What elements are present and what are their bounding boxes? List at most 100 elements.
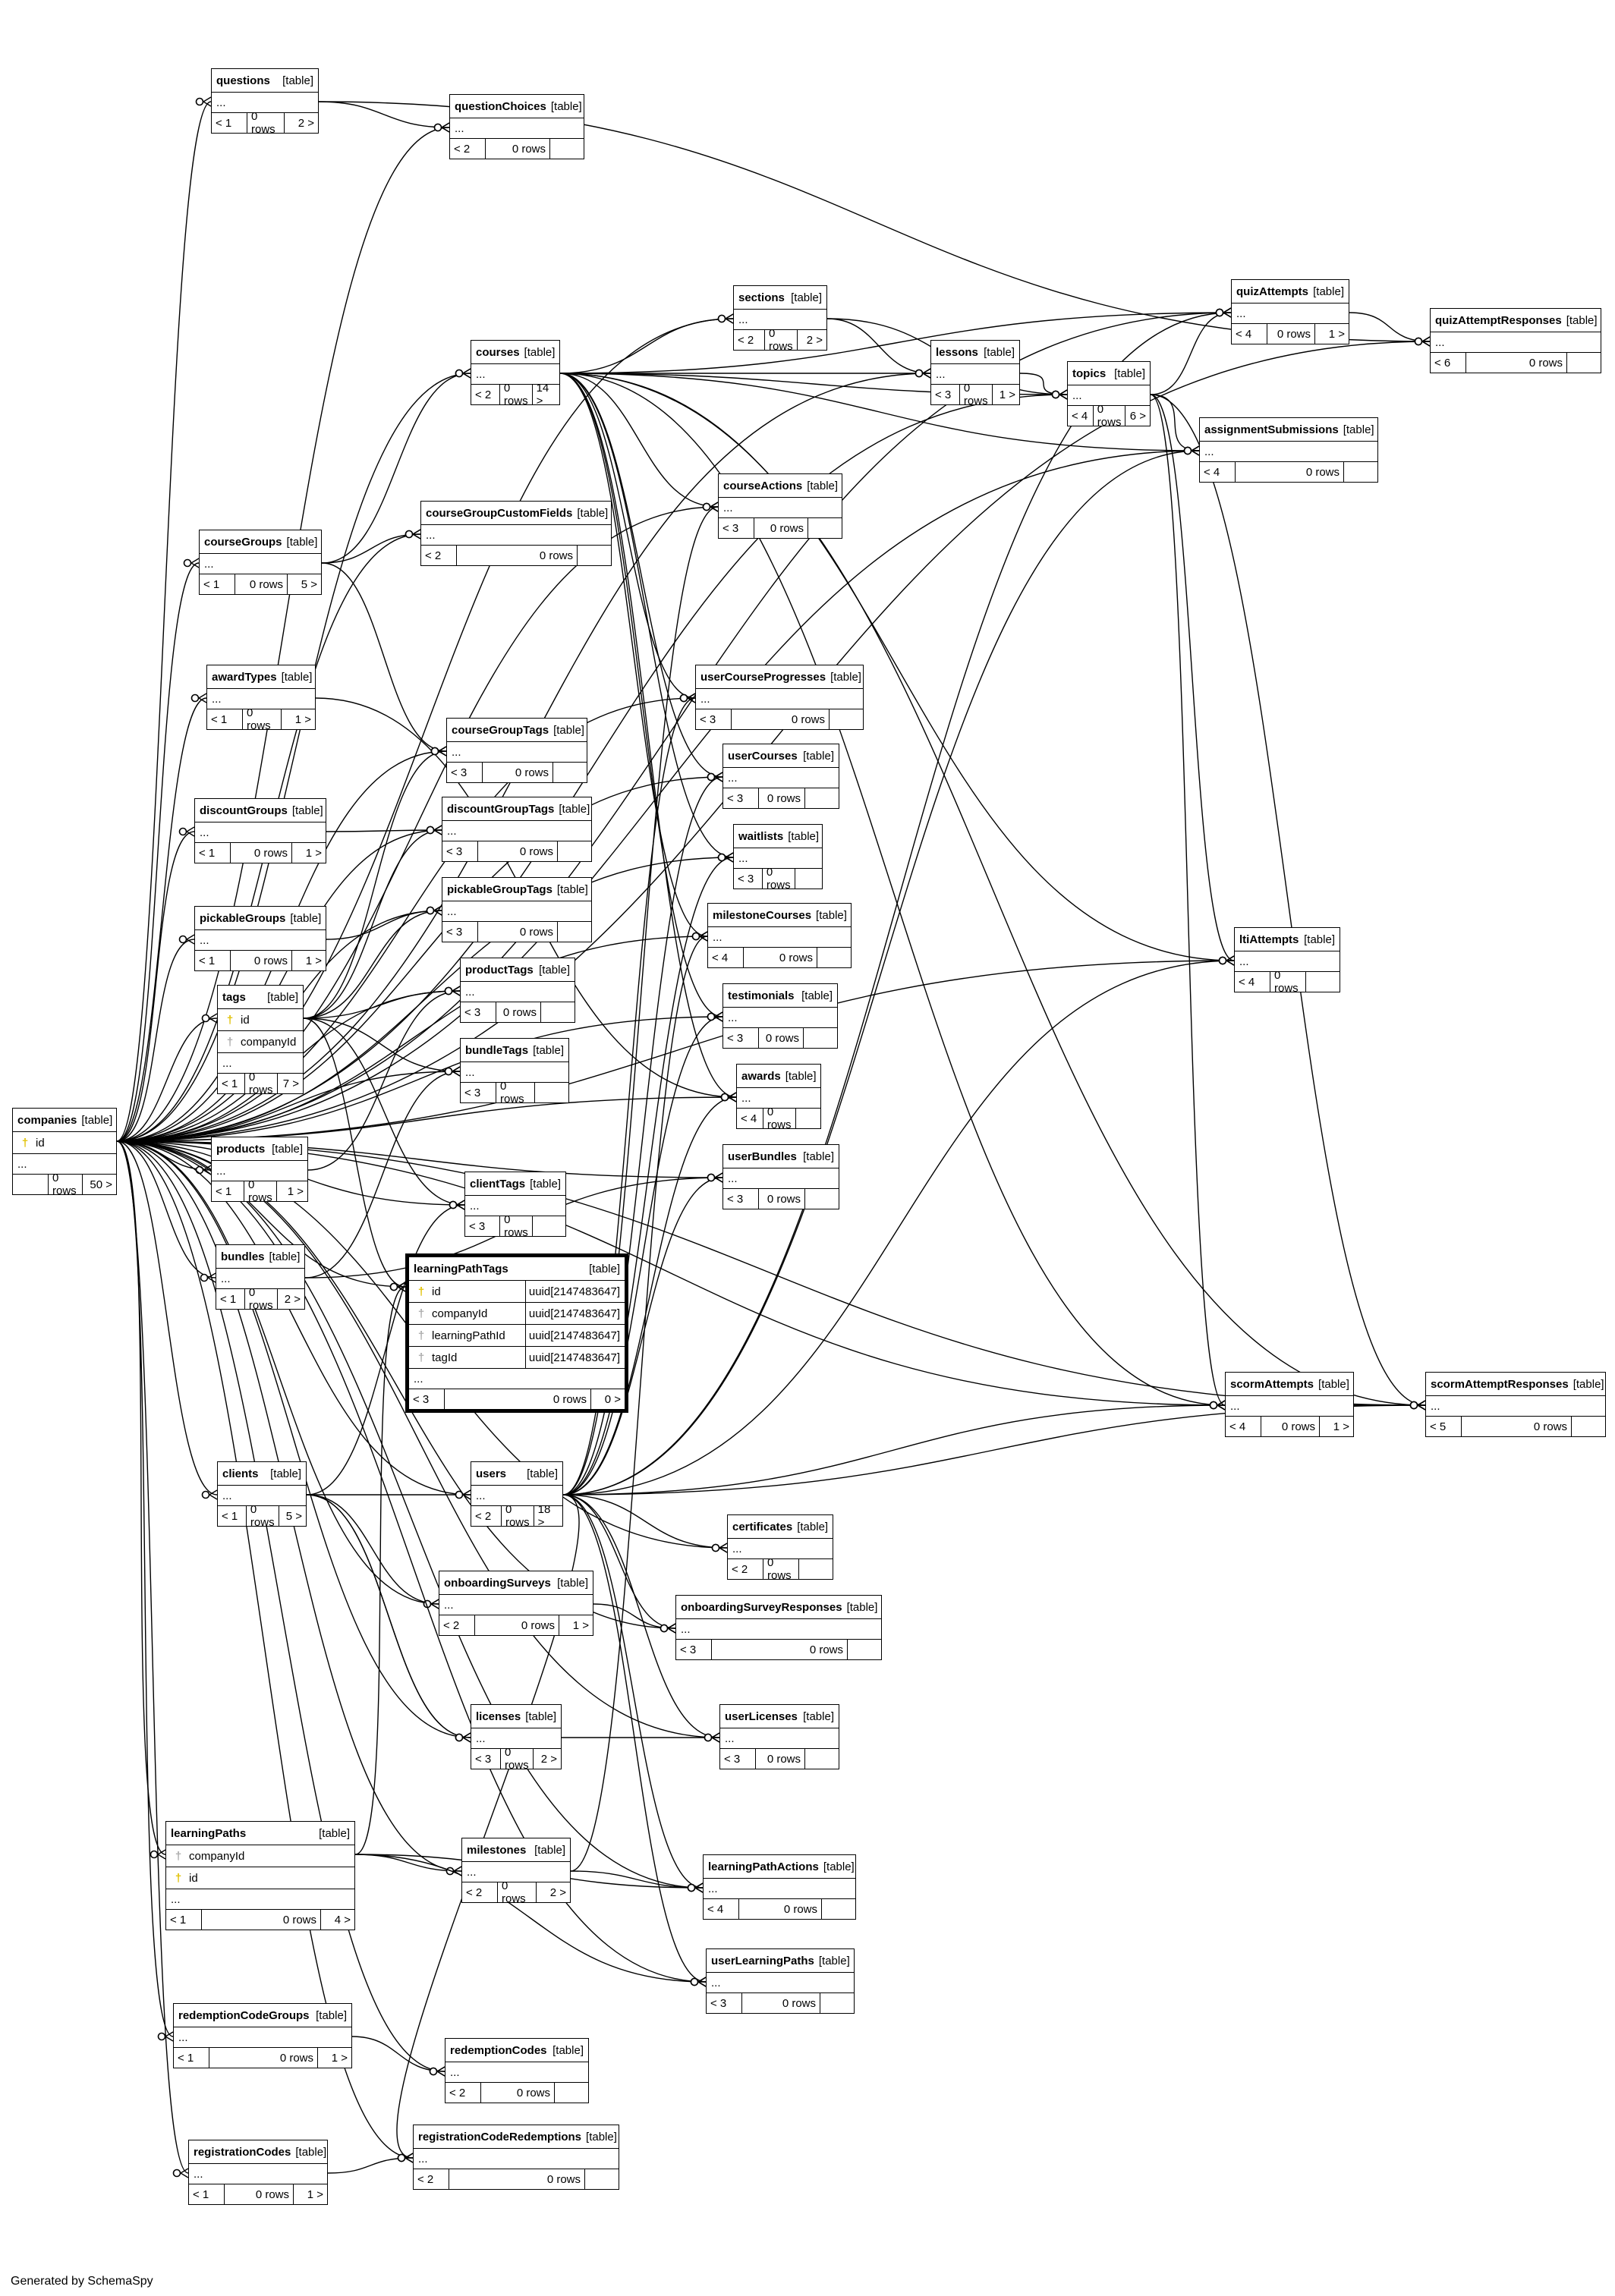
more-columns-ellipsis[interactable]: ... [1232,304,1349,324]
parent-count-link[interactable]: < 3 [931,385,960,404]
child-count-link[interactable] [799,1559,833,1579]
more-columns-ellipsis[interactable]: ... [461,1062,568,1083]
table-name[interactable]: scormAttemptResponses [1431,1377,1569,1391]
table-header[interactable]: userLearningPaths[table] [707,1949,854,1973]
table-header[interactable]: discountGroupTags[table] [442,797,591,821]
parent-count-link[interactable]: < 1 [212,113,247,133]
child-count-link[interactable] [558,922,591,942]
child-count-link[interactable] [541,1002,575,1022]
table-header[interactable]: courses[table] [471,341,559,364]
table-header[interactable]: learningPathTags[table] [409,1257,625,1281]
child-count-link[interactable]: 18 > [537,1503,551,1529]
more-columns-ellipsis[interactable]: ... [212,1161,307,1181]
parent-count-link[interactable]: < 2 [462,1882,498,1902]
table-header[interactable]: learningPaths[table] [166,1822,354,1845]
table-header[interactable]: clients[table] [218,1462,306,1486]
table-header[interactable]: scormAttemptResponses[table] [1426,1373,1605,1396]
parent-count-link[interactable]: < 3 [734,869,763,889]
parent-count-link[interactable]: < 3 [461,1083,496,1102]
child-count-link[interactable]: 6 > [1129,409,1146,423]
parent-count-link[interactable]: < 1 [216,1289,245,1309]
parent-count-link[interactable]: < 2 [445,2083,481,2103]
child-count-link[interactable]: 1 > [999,388,1015,401]
table-name[interactable]: topics [1072,366,1107,380]
table-name[interactable]: userLearningPaths [711,1954,814,1967]
child-count-link[interactable]: 5 > [301,577,317,591]
more-columns-ellipsis[interactable]: ... [218,1486,306,1506]
parent-count-link[interactable]: < 1 [212,1181,245,1201]
parent-count-link[interactable]: < 3 [465,1216,501,1236]
parent-count-link[interactable]: < 4 [1232,324,1267,344]
table-name[interactable]: discountGroups [200,804,288,817]
parent-count-link[interactable]: < 3 [719,518,754,538]
child-count-link[interactable]: 0 > [604,1392,621,1406]
more-columns-ellipsis[interactable]: ... [728,1539,833,1559]
child-count-link[interactable]: 2 > [806,333,823,347]
parent-count-link[interactable]: < 3 [442,841,478,861]
table-header[interactable]: users[table] [471,1462,562,1486]
child-count-link[interactable] [1572,1417,1605,1436]
more-columns-ellipsis[interactable]: ... [462,1862,570,1882]
parent-count-link[interactable]: < 3 [447,763,483,782]
table-header[interactable]: courseGroupCustomFields[table] [421,502,611,525]
child-count-link[interactable]: 1 > [1333,1420,1349,1433]
table-registrationCodeRedemptions[interactable]: registrationCodeRedemptions[table]...< 2… [413,2125,619,2190]
table-header[interactable]: redemptionCodes[table] [445,2039,588,2062]
table-name[interactable]: products [216,1142,266,1156]
column-row[interactable]: †companyId [218,1031,303,1053]
child-count-link[interactable]: 1 > [305,846,322,860]
parent-count-link[interactable]: < 4 [1226,1417,1261,1436]
table-name[interactable]: registrationCodeRedemptions [418,2130,582,2143]
table-name[interactable]: learningPathTags [414,1262,508,1275]
table-name[interactable]: courseGroupTags [452,723,549,737]
table-header[interactable]: milestones[table] [462,1838,570,1862]
child-count-link[interactable]: 1 > [1328,327,1345,341]
table-header[interactable]: courseActions[table] [719,474,842,498]
more-columns-ellipsis[interactable]: ... [216,1269,304,1289]
table-name[interactable]: userLicenses [725,1709,798,1723]
table-header[interactable]: assignmentSubmissions[table] [1200,418,1377,442]
table-name[interactable]: productTags [465,963,534,977]
table-name[interactable]: waitlists [738,829,784,843]
child-count-link[interactable] [555,2083,588,2103]
child-count-link[interactable]: 1 > [294,712,311,726]
parent-count-link[interactable]: < 4 [704,1899,739,1919]
parent-count-link[interactable]: < 3 [707,1993,742,2013]
table-header[interactable]: companies[table] [13,1109,116,1132]
table-header[interactable]: topics[table] [1068,362,1150,385]
parent-count-link[interactable]: < 3 [696,709,732,729]
table-name[interactable]: learningPathActions [708,1860,819,1873]
table-header[interactable]: tags[table] [218,986,303,1009]
table-name[interactable]: quizAttempts [1236,285,1308,298]
more-columns-ellipsis[interactable]: ... [704,1879,855,1899]
table-header[interactable]: waitlists[table] [734,825,822,848]
child-count-link[interactable] [805,1749,839,1769]
parent-count-link[interactable]: < 3 [720,1749,756,1769]
parent-count-link[interactable]: < 2 [471,1506,502,1526]
child-count-link[interactable]: 1 > [287,1184,304,1198]
table-header[interactable]: lessons[table] [931,341,1019,364]
more-columns-ellipsis[interactable]: ... [931,364,1019,385]
table-header[interactable]: sections[table] [734,286,826,310]
more-columns-ellipsis[interactable]: ... [719,498,842,518]
more-columns-ellipsis[interactable]: ... [1200,442,1377,462]
more-columns-ellipsis[interactable]: ... [708,927,851,948]
more-columns-ellipsis[interactable]: ... [1235,951,1340,972]
more-columns-ellipsis[interactable]: ... [189,2164,327,2184]
child-count-link[interactable] [1344,462,1377,482]
table-name[interactable]: discountGroupTags [447,802,555,816]
